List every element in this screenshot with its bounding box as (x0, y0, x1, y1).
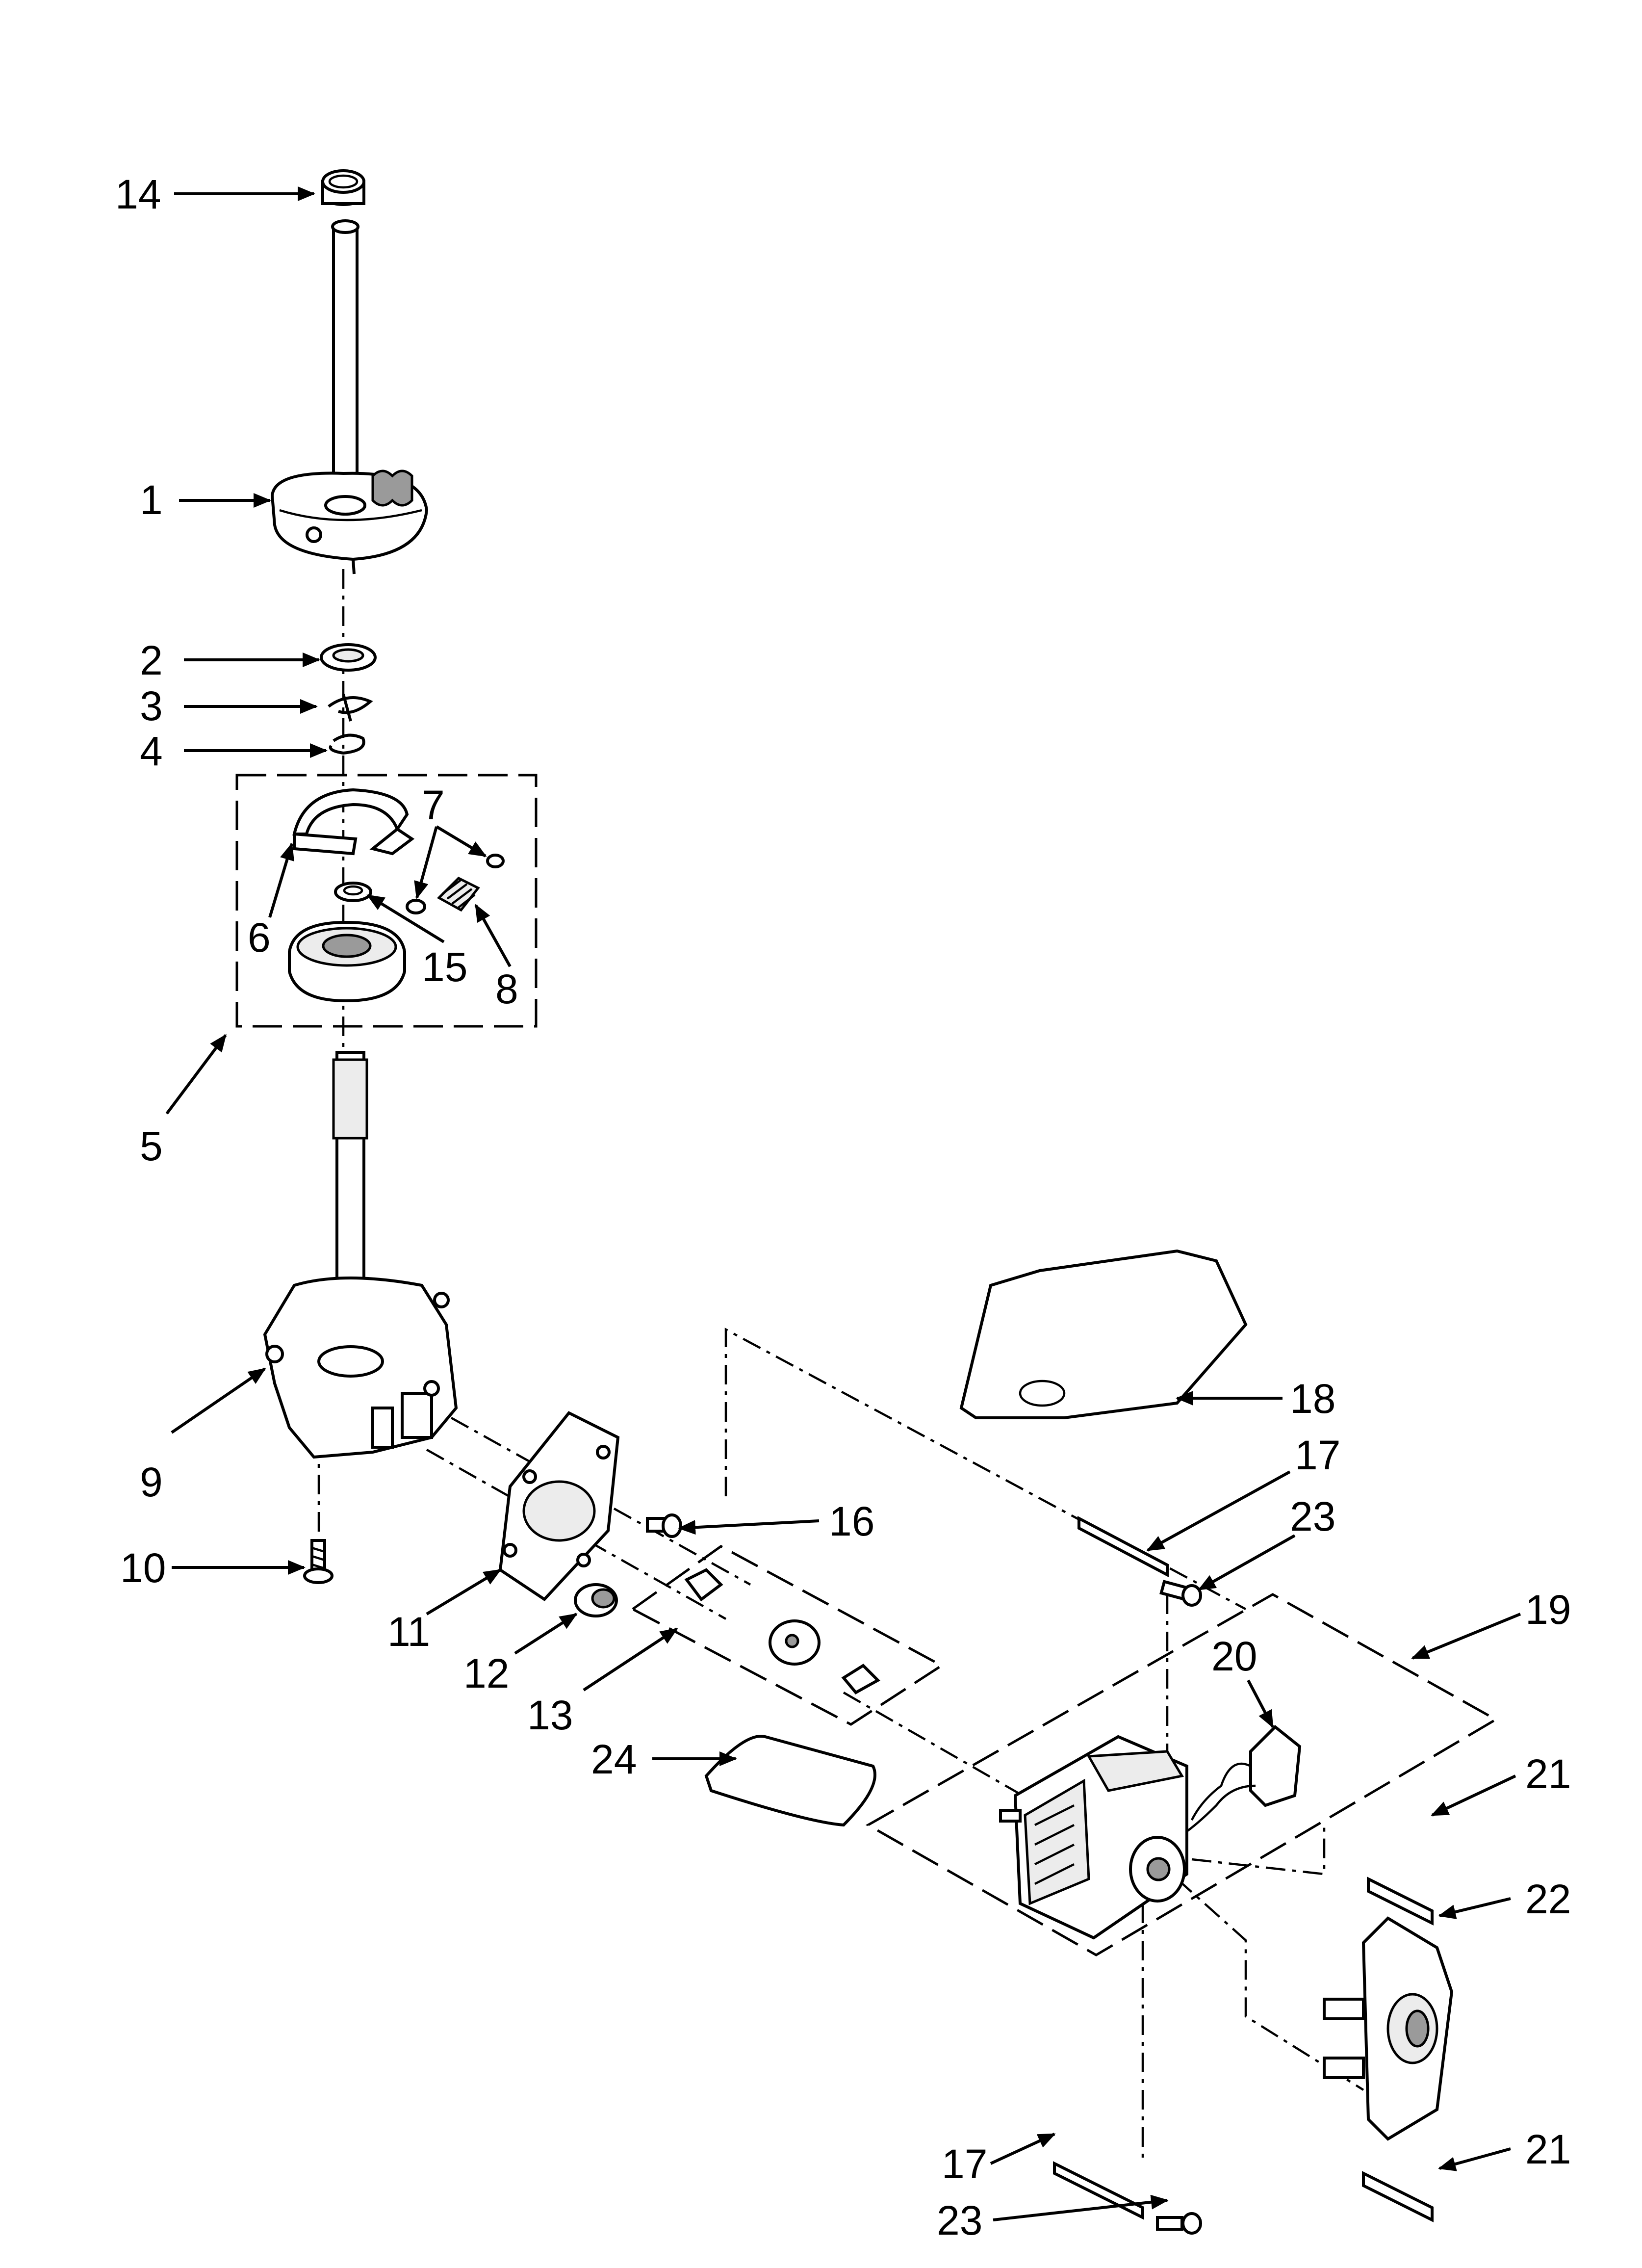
callout-11: 11 (387, 1609, 430, 1655)
callout-10: 10 (120, 1545, 166, 1591)
part-1-brake-assembly (270, 219, 429, 574)
part-11-plate (498, 1411, 620, 1601)
callout-8: 8 (495, 966, 518, 1012)
part-24-pad (704, 1735, 876, 1827)
callout-6: 6 (248, 914, 271, 961)
part-15-cam (334, 882, 372, 902)
part-9-gearcase (263, 1051, 458, 1459)
part-4-ring (329, 733, 365, 755)
part-14-seal (321, 169, 365, 206)
part-19-motor (999, 1735, 1188, 1940)
callout-14: 14 (115, 171, 161, 217)
part-3-clip (328, 694, 373, 722)
part-2-washer (320, 643, 377, 672)
callout-24: 24 (591, 1736, 637, 1782)
part-23-screw-top (1159, 1580, 1202, 1607)
callout-5: 5 (140, 1123, 163, 1169)
part-8-spring (436, 876, 480, 912)
group-box-19 (865, 1593, 1499, 1956)
callout-7: 7 (422, 782, 445, 828)
callout-23-bottom: 23 (937, 2197, 982, 2243)
callout-15: 15 (422, 944, 467, 990)
callout-1: 1 (140, 477, 163, 523)
callout-19: 19 (1525, 1587, 1571, 1633)
group-box-5 (235, 774, 538, 1028)
callout-3: 3 (140, 683, 163, 729)
part-22-bracket (1323, 1916, 1454, 2141)
callout-4: 4 (140, 728, 163, 774)
part-20-switch (1181, 1724, 1302, 1836)
part-23-screw-bottom (1156, 2212, 1202, 2235)
callout-17-bottom: 17 (942, 2141, 987, 2187)
part-16-screw (646, 1513, 682, 1538)
callout-20: 20 (1211, 1633, 1257, 1679)
callout-18: 18 (1290, 1376, 1335, 1422)
part-7-washers (406, 854, 505, 914)
callout-21-upper: 21 (1525, 1751, 1571, 1797)
part-17-clip-bottom (1053, 2161, 1144, 2220)
part-18-shield (959, 1249, 1248, 1419)
callout-16: 16 (829, 1498, 874, 1544)
part-5-pulley (288, 920, 406, 1003)
part-21-clip-lower (1362, 2171, 1434, 2222)
part-21-clip-upper (1367, 1877, 1434, 1926)
callout-17-top: 17 (1295, 1432, 1340, 1478)
callout-13: 13 (527, 1692, 573, 1738)
part-10-bolt (303, 1539, 334, 1584)
callout-22: 22 (1525, 1876, 1571, 1922)
callout-12: 12 (463, 1650, 509, 1696)
part-17-clip-top (1078, 1516, 1169, 1577)
part-13-coupler (684, 1568, 880, 1694)
group-box-13 (630, 1545, 944, 1726)
callout-21-lower: 21 (1525, 2126, 1571, 2172)
callout-2: 2 (140, 637, 163, 683)
callouts: 14 1 2 3 4 7 6 15 8 5 9 10 11 12 13 16 2… (115, 171, 1571, 2243)
part-12-bumper (574, 1583, 618, 1617)
callout-9: 9 (140, 1459, 163, 1505)
part-6-band (292, 788, 415, 856)
callout-23-top: 23 (1290, 1493, 1335, 1539)
leader-lines (165, 186, 1521, 2221)
